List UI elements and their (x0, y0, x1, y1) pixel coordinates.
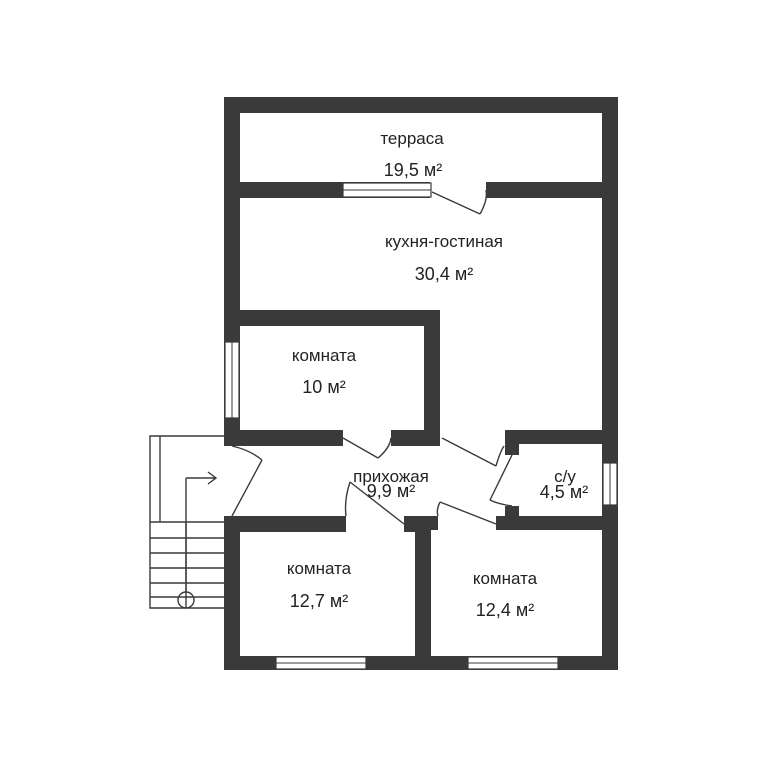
kitchen-area: 30,4 м² (415, 264, 473, 284)
hall-area: 9,9 м² (367, 481, 415, 501)
terrace-area: 19,5 м² (384, 160, 442, 180)
door-openings (223, 181, 520, 533)
kitchen-name: кухня-гостиная (385, 232, 503, 251)
room1-area: 10 м² (302, 377, 345, 397)
staircase (149, 435, 224, 609)
room3-area: 12,4 м² (476, 600, 534, 620)
terrace-name: терраса (380, 129, 444, 148)
room2-area: 12,7 м² (290, 591, 348, 611)
room3-name: комната (473, 569, 538, 588)
interior-walls (240, 182, 602, 656)
room2-name: комната (287, 559, 352, 578)
hall-name: прихожая (353, 467, 429, 486)
bath-area: 4,5 м² (540, 482, 588, 502)
windows (224, 182, 618, 670)
bath-name: с/у (554, 467, 576, 486)
door-swings (231, 189, 513, 525)
room1-name: комната (292, 346, 357, 365)
